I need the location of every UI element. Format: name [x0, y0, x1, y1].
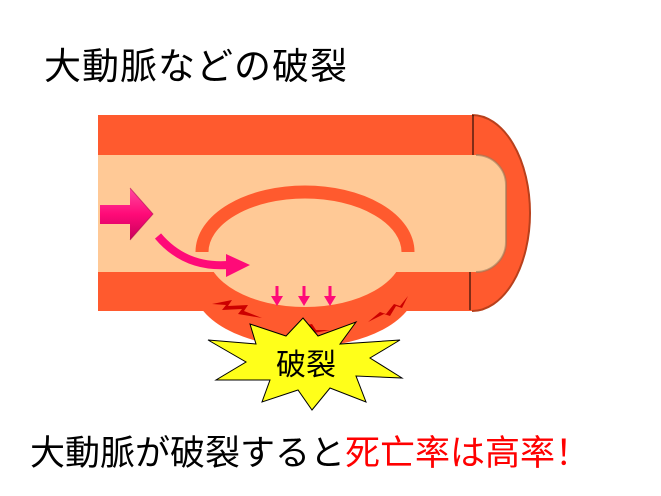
- caption: 大動脈が破裂すると死亡率は高率！: [30, 425, 590, 476]
- caption-emphasis: 死亡率は高率！: [345, 434, 591, 474]
- flow-arrow-icon: [100, 187, 154, 241]
- pressure-arrows-icon: [271, 286, 336, 306]
- curved-arrow-icon: [154, 233, 250, 277]
- aneurysm-sac: [195, 185, 415, 307]
- rupture-starburst-icon: [207, 317, 404, 411]
- page-title: 大動脈などの破裂: [44, 45, 348, 88]
- caption-main: 大動脈が破裂すると: [30, 434, 346, 474]
- rupture-label: 破裂: [276, 348, 336, 383]
